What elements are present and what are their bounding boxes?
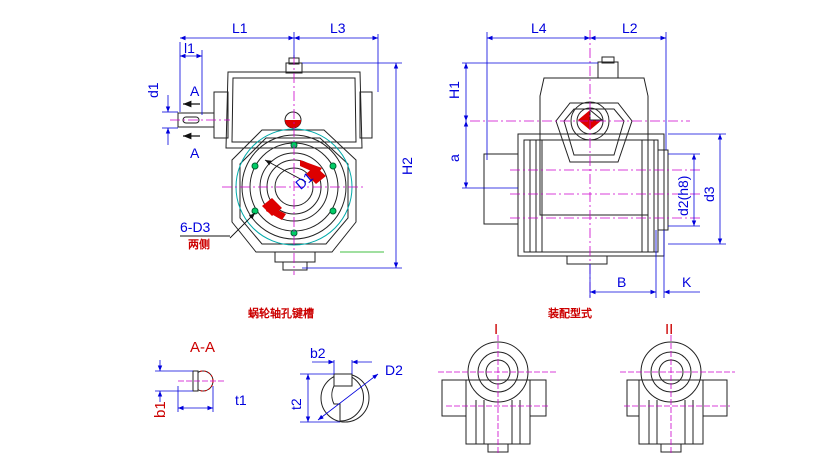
assembly-type-1-center xyxy=(438,335,556,455)
dim-t1: t1 xyxy=(235,392,247,408)
side-view xyxy=(483,56,669,265)
dim-D2: D2 xyxy=(385,362,403,378)
dim-d1: d1 xyxy=(145,82,161,98)
leaders-front xyxy=(180,159,307,239)
bolt-holes xyxy=(251,141,337,237)
centerlines-side xyxy=(470,30,700,300)
dim-K: K xyxy=(682,274,692,290)
dimensions-front xyxy=(162,32,402,269)
dim-d3: d3 xyxy=(701,186,717,202)
section-aa: A-A b1 t1 xyxy=(152,339,247,418)
keyway-detail: b2 t2 D2 xyxy=(288,345,403,423)
section-A-top: A xyxy=(190,83,200,99)
dim-L1: L1 xyxy=(232,20,248,36)
assembly-type-1 xyxy=(441,341,547,453)
label-both-sides: 两侧 xyxy=(188,237,210,251)
centerlines-front xyxy=(170,55,366,275)
label-type-1: I xyxy=(494,321,498,338)
dim-L4: L4 xyxy=(531,20,547,36)
dim-b2: b2 xyxy=(310,345,326,361)
dimensions-side xyxy=(462,32,726,298)
dimension-labels-side: L4 L2 H1 a d2(h8) d3 B K 装配型式 xyxy=(446,20,717,320)
assembly-type-2 xyxy=(626,341,728,453)
dim-H1: H1 xyxy=(446,81,462,99)
assembly-type-2-center xyxy=(620,335,735,455)
dim-l1: l1 xyxy=(184,40,195,56)
section-A-bottom: A xyxy=(190,145,200,161)
section-arrows xyxy=(183,100,200,140)
dim-a: a xyxy=(446,154,462,162)
keyway-marks-front xyxy=(262,120,326,220)
dim-L3: L3 xyxy=(330,20,346,36)
dim-H2: H2 xyxy=(399,157,415,175)
label-type-2: II xyxy=(665,321,673,338)
section-aa-title: A-A xyxy=(190,339,215,356)
dim-holes: 6-D3 xyxy=(180,219,211,235)
dim-B: B xyxy=(617,274,626,290)
caption-assembly: 装配型式 xyxy=(547,306,592,320)
dim-t2: t2 xyxy=(288,398,304,410)
dimension-labels-front: L1 L3 l1 d1 A A H2 D1 6-D3 两侧 蜗轮轴孔键槽 xyxy=(145,20,415,320)
caption-keyway: 蜗轮轴孔键槽 xyxy=(248,306,314,320)
dim-L2: L2 xyxy=(622,20,638,36)
dim-b1: b1 xyxy=(152,401,169,418)
dim-d2: d2(h8) xyxy=(675,176,691,216)
